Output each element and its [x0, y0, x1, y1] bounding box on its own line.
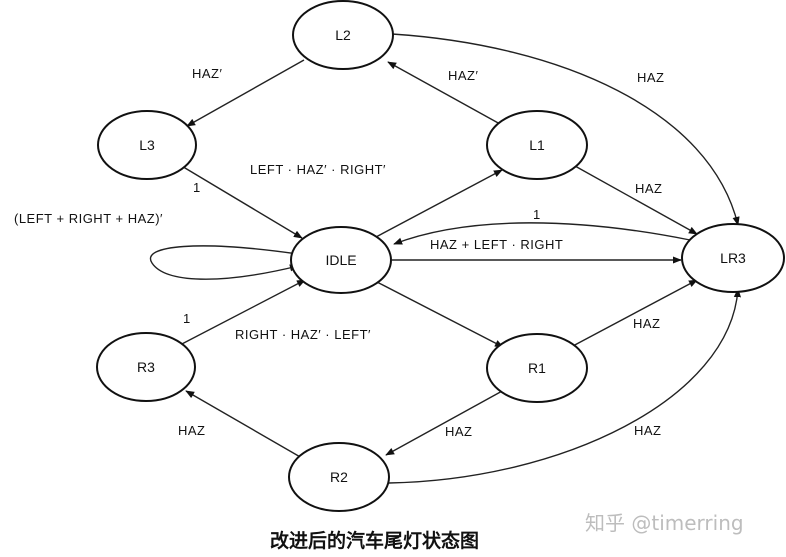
- state-l1: L1: [486, 110, 588, 180]
- state-l1-label: L1: [529, 137, 545, 153]
- watermark: 知乎 @timerring: [585, 511, 744, 535]
- state-r3: R3: [96, 332, 196, 402]
- label-idle-to-l1: LEFT · HAZ′ · RIGHT′: [250, 162, 386, 177]
- label-l2-to-lr3: HAZ: [637, 70, 665, 85]
- edge-l1-to-lr3: [574, 165, 698, 235]
- state-r1-label: R1: [528, 360, 546, 376]
- label-idle-to-lr3: HAZ + LEFT · RIGHT: [430, 237, 563, 252]
- state-idle-label: IDLE: [325, 252, 356, 268]
- label-lr3-to-idle: 1: [533, 207, 541, 222]
- edge-r3-to-idle: [177, 279, 306, 347]
- edge-r2-to-r3: [185, 390, 303, 459]
- edge-lr3-to-idle: [393, 222, 691, 245]
- label-l2-to-l3: HAZ′: [192, 66, 223, 81]
- edge-l2-to-lr3: [391, 33, 740, 226]
- label-r1-to-r2: HAZ: [445, 424, 473, 439]
- label-idle-self-loop: (LEFT + RIGHT + HAZ)′: [14, 211, 163, 226]
- state-l2-label: L2: [335, 27, 351, 43]
- edge-idle-self-loop: [149, 245, 299, 280]
- label-r3-to-idle: 1: [183, 311, 191, 326]
- state-r1: R1: [486, 333, 588, 403]
- label-idle-to-r1: RIGHT · HAZ′ · LEFT′: [235, 327, 371, 342]
- edge-l2-to-l3: [186, 59, 305, 127]
- state-idle: IDLE: [290, 226, 392, 294]
- edge-l3-to-idle: [179, 164, 303, 239]
- label-l3-to-idle: 1: [193, 180, 201, 195]
- state-l3-label: L3: [139, 137, 155, 153]
- label-l1-to-lr3: HAZ: [635, 181, 663, 196]
- edge-l1-to-l2: [387, 61, 501, 125]
- state-l3: L3: [97, 110, 197, 180]
- edge-idle-to-l1: [375, 169, 503, 238]
- state-r3-label: R3: [137, 359, 155, 375]
- label-l1-to-l2: HAZ′: [448, 68, 479, 83]
- state-r2-label: R2: [330, 469, 348, 485]
- edge-r1-to-lr3: [570, 279, 698, 348]
- edge-idle-to-r1: [374, 280, 504, 348]
- label-r2-to-r3: HAZ: [178, 423, 206, 438]
- edge-r1-to-r2: [385, 389, 505, 456]
- state-r2: R2: [288, 442, 390, 512]
- diagram-caption: 改进后的汽车尾灯状态图: [270, 529, 479, 552]
- label-r2-to-lr3: HAZ: [634, 423, 662, 438]
- state-lr3-label: LR3: [720, 250, 746, 266]
- state-lr3: LR3: [681, 223, 785, 293]
- label-r1-to-lr3: HAZ: [633, 316, 661, 331]
- state-l2: L2: [292, 0, 394, 70]
- edge-r2-to-lr3: [388, 288, 741, 484]
